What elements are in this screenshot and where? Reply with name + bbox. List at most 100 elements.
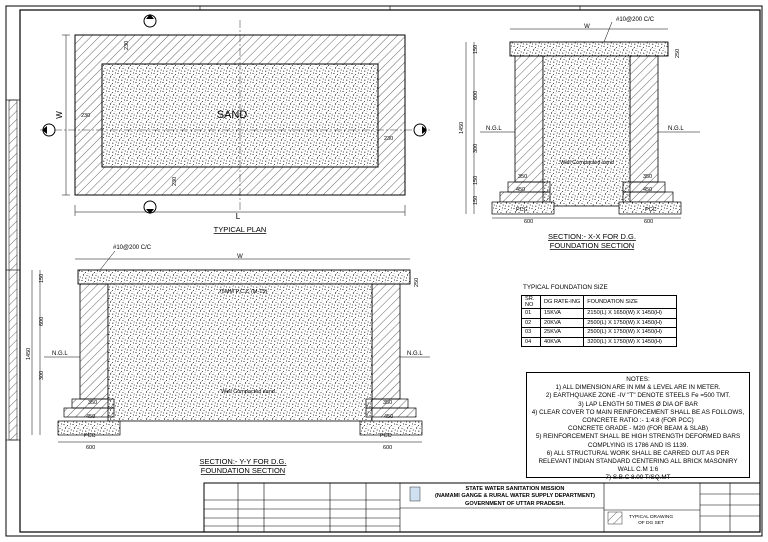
section-yy: #10@200 C/C W 75MM P.C.C (M-15) N.G.L N.… — [26, 245, 430, 475]
typical-plan: SAND L W 230 230 230 230 TYPICAL PLAN — [40, 14, 430, 234]
table-row: 02 20KVA 2500(L) X 1750(W) X 1450(H) — [521, 317, 678, 328]
table-cell: 15KVA — [539, 308, 585, 319]
org-line-2: (NAMAMI GANGE & RURAL WATER SUPPLY DEPAR… — [435, 493, 595, 499]
drawing-title: TYPICAL DRAWING — [629, 514, 673, 520]
note-line: 6) ALL STRUCTURAL WORK SHALL BE CARRED O… — [546, 449, 730, 457]
table-cell: 3200(L) X 1750(W) X 1450(H) — [583, 336, 678, 347]
xx-dim-350a: 350 — [518, 174, 527, 180]
yy-dim-300: 300 — [39, 371, 45, 380]
xx-ngl-left: N.G.L — [486, 126, 502, 132]
yy-dim-450a: 450 — [86, 414, 95, 420]
section-arrow-icon — [413, 123, 427, 137]
note-line: RELEVANT INDIAN STANDARD CENTERING ALL B… — [538, 458, 738, 466]
plan-sand-label: SAND — [217, 109, 248, 121]
yy-dim-350a: 350 — [88, 400, 97, 406]
xx-rebar: #10@200 C/C — [616, 17, 655, 23]
xx-dim-600a: 600 — [524, 219, 533, 225]
xx-dim-150c: 150 — [473, 196, 479, 205]
xx-dim-150a: 150 — [473, 45, 479, 54]
yy-rebar: #10@200 C/C — [113, 245, 152, 251]
xx-title-1: SECTION:- X-X FOR D.G. — [548, 232, 636, 241]
yy-dim-total: 1450 — [26, 348, 32, 360]
foundation-table: SR. NO DG RATE-ING FOUNDATION SIZE 01 15… — [521, 295, 678, 347]
yy-dim-600b: 600 — [383, 445, 392, 451]
xx-top-slab — [509, 41, 669, 57]
note-line: 7) S.B.C 8.00 T/SQ.MT — [605, 474, 671, 482]
table-row: 01 15KVA 2150(L) X 1650(W) X 1450(H) — [521, 308, 678, 319]
yy-sand-fill — [107, 283, 373, 422]
note-line: COMPLYING IS 1786 AND IS 1139. — [587, 441, 689, 449]
note-line: 4) CLEAR COVER TO MAIN REINFORCEMENT SHA… — [531, 408, 745, 416]
org-line-1: STATE WATER SANITATION MISSION — [466, 486, 565, 492]
notes-box: NOTES: 1) ALL DIMENSION ARE IN MM & LEVE… — [526, 372, 750, 481]
table-cell: 2500(L) X 1750(W) X 1450(H) — [583, 317, 678, 328]
yy-pcc-note: 75MM P.C.C (M-15) — [219, 289, 268, 295]
yy-ngl-left: N.G.L — [52, 351, 68, 357]
plan-dim-230-top: 230 — [124, 41, 130, 50]
xx-dim-w: W — [584, 24, 590, 30]
xx-dim-250: 250 — [675, 49, 681, 58]
yy-title-2: FOUNDATION SECTION — [201, 466, 285, 475]
note-line: 5) REINFORCEMENT SHALL BE HIGH STRENGTH … — [535, 433, 741, 441]
xx-dim-450b: 450 — [643, 187, 652, 193]
note-line: WALL C.M 1:6 — [617, 466, 659, 474]
xx-dim-450a: 450 — [516, 187, 525, 193]
org-line-3: GOVERNMENT OF UTTAR PRADESH. — [465, 501, 565, 507]
plan-dim-230-bottom: 230 — [172, 177, 178, 186]
table-cell: 2500(L) X 1750(W) X 1450(H) — [583, 327, 678, 338]
xx-pcc-left: PCC — [516, 207, 528, 213]
table-cell: 40KVA — [539, 336, 585, 347]
xx-title-2: FOUNDATION SECTION — [550, 241, 634, 250]
table-header-cell: FOUNDATION SIZE — [583, 295, 678, 309]
table-cell: 25KVA — [539, 327, 585, 338]
table-header-cell: SR. NO — [521, 295, 541, 309]
yy-dim-600: 600 — [39, 317, 45, 326]
table-row: 03 25KVA 2500(L) X 1750(W) X 1450(H) — [521, 327, 678, 338]
note-line: CONCRETE GRADE - M20 (FOR BEAM & SLAB) — [568, 425, 708, 433]
stamp-icon — [607, 511, 623, 525]
xx-dim-350b: 350 — [643, 174, 652, 180]
plan-dim-l: L — [236, 212, 241, 221]
yy-dim-450b: 450 — [384, 414, 393, 420]
section-arrow-icon — [143, 200, 157, 214]
note-line: 3) LAP LENGTH 50 TIMES Ø DIA OF BAR — [578, 400, 698, 408]
table-cell: 04 — [521, 336, 541, 347]
section-arrow-icon — [143, 14, 157, 28]
yy-dim-150: 150 — [39, 274, 45, 283]
xx-ngl-right: N.G.L — [668, 126, 684, 132]
table-row: 04 40KVA 3200(L) X 1750(W) X 1450(H) — [521, 336, 678, 347]
table-cell: 02 — [521, 317, 541, 328]
yy-top-slab — [77, 269, 411, 285]
side-strip — [8, 99, 18, 441]
yy-dim-600a: 600 — [86, 445, 95, 451]
plan-dim-w: W — [55, 111, 64, 119]
note-line: 1) ALL DIMENSION ARE IN MM & LEVEL ARE I… — [555, 384, 721, 392]
xx-dim-150b: 150 — [473, 176, 479, 185]
xx-dim-600: 600 — [473, 91, 479, 100]
yy-dim-250: 250 — [414, 278, 420, 287]
yy-ngl-right: N.G.L — [407, 351, 423, 357]
yy-dim-w: W — [237, 254, 243, 260]
section-arrow-icon — [42, 123, 56, 137]
notes-title: NOTES: — [626, 376, 650, 383]
yy-title-1: SECTION:- Y-Y FOR D.G. — [200, 457, 287, 466]
yy-compacted: Well Compacted sand — [221, 389, 275, 395]
xx-dim-total: 1450 — [459, 122, 465, 134]
foundation-table-title: TYPICAL FOUNDATION SIZE — [523, 284, 608, 291]
plan-title: TYPICAL PLAN — [214, 225, 267, 234]
section-xx: #10@200 C/C W N.G.L N.G.L Well Compacted… — [459, 17, 700, 250]
table-header-cell: DG RATE-ING — [539, 295, 585, 309]
note-line: CONCRETE RATIO :- 1:4:8 (FOR PCC) — [582, 417, 694, 425]
table-cell: 2150(L) X 1650(W) X 1450(H) — [583, 308, 678, 319]
title-block — [203, 482, 761, 533]
yy-dim-350b: 350 — [383, 400, 392, 406]
xx-compacted: Well Compacted sand — [560, 160, 614, 166]
xx-pcc-right: PCC — [645, 207, 657, 213]
xx-dim-300: 300 — [473, 144, 479, 153]
xx-sand-fill — [542, 55, 631, 207]
yy-pcc-left: PCC — [84, 433, 96, 439]
plan-dim-230-left: 230 — [81, 113, 90, 119]
xx-dim-600b: 600 — [644, 219, 653, 225]
yy-pcc-right: PCC — [380, 433, 392, 439]
